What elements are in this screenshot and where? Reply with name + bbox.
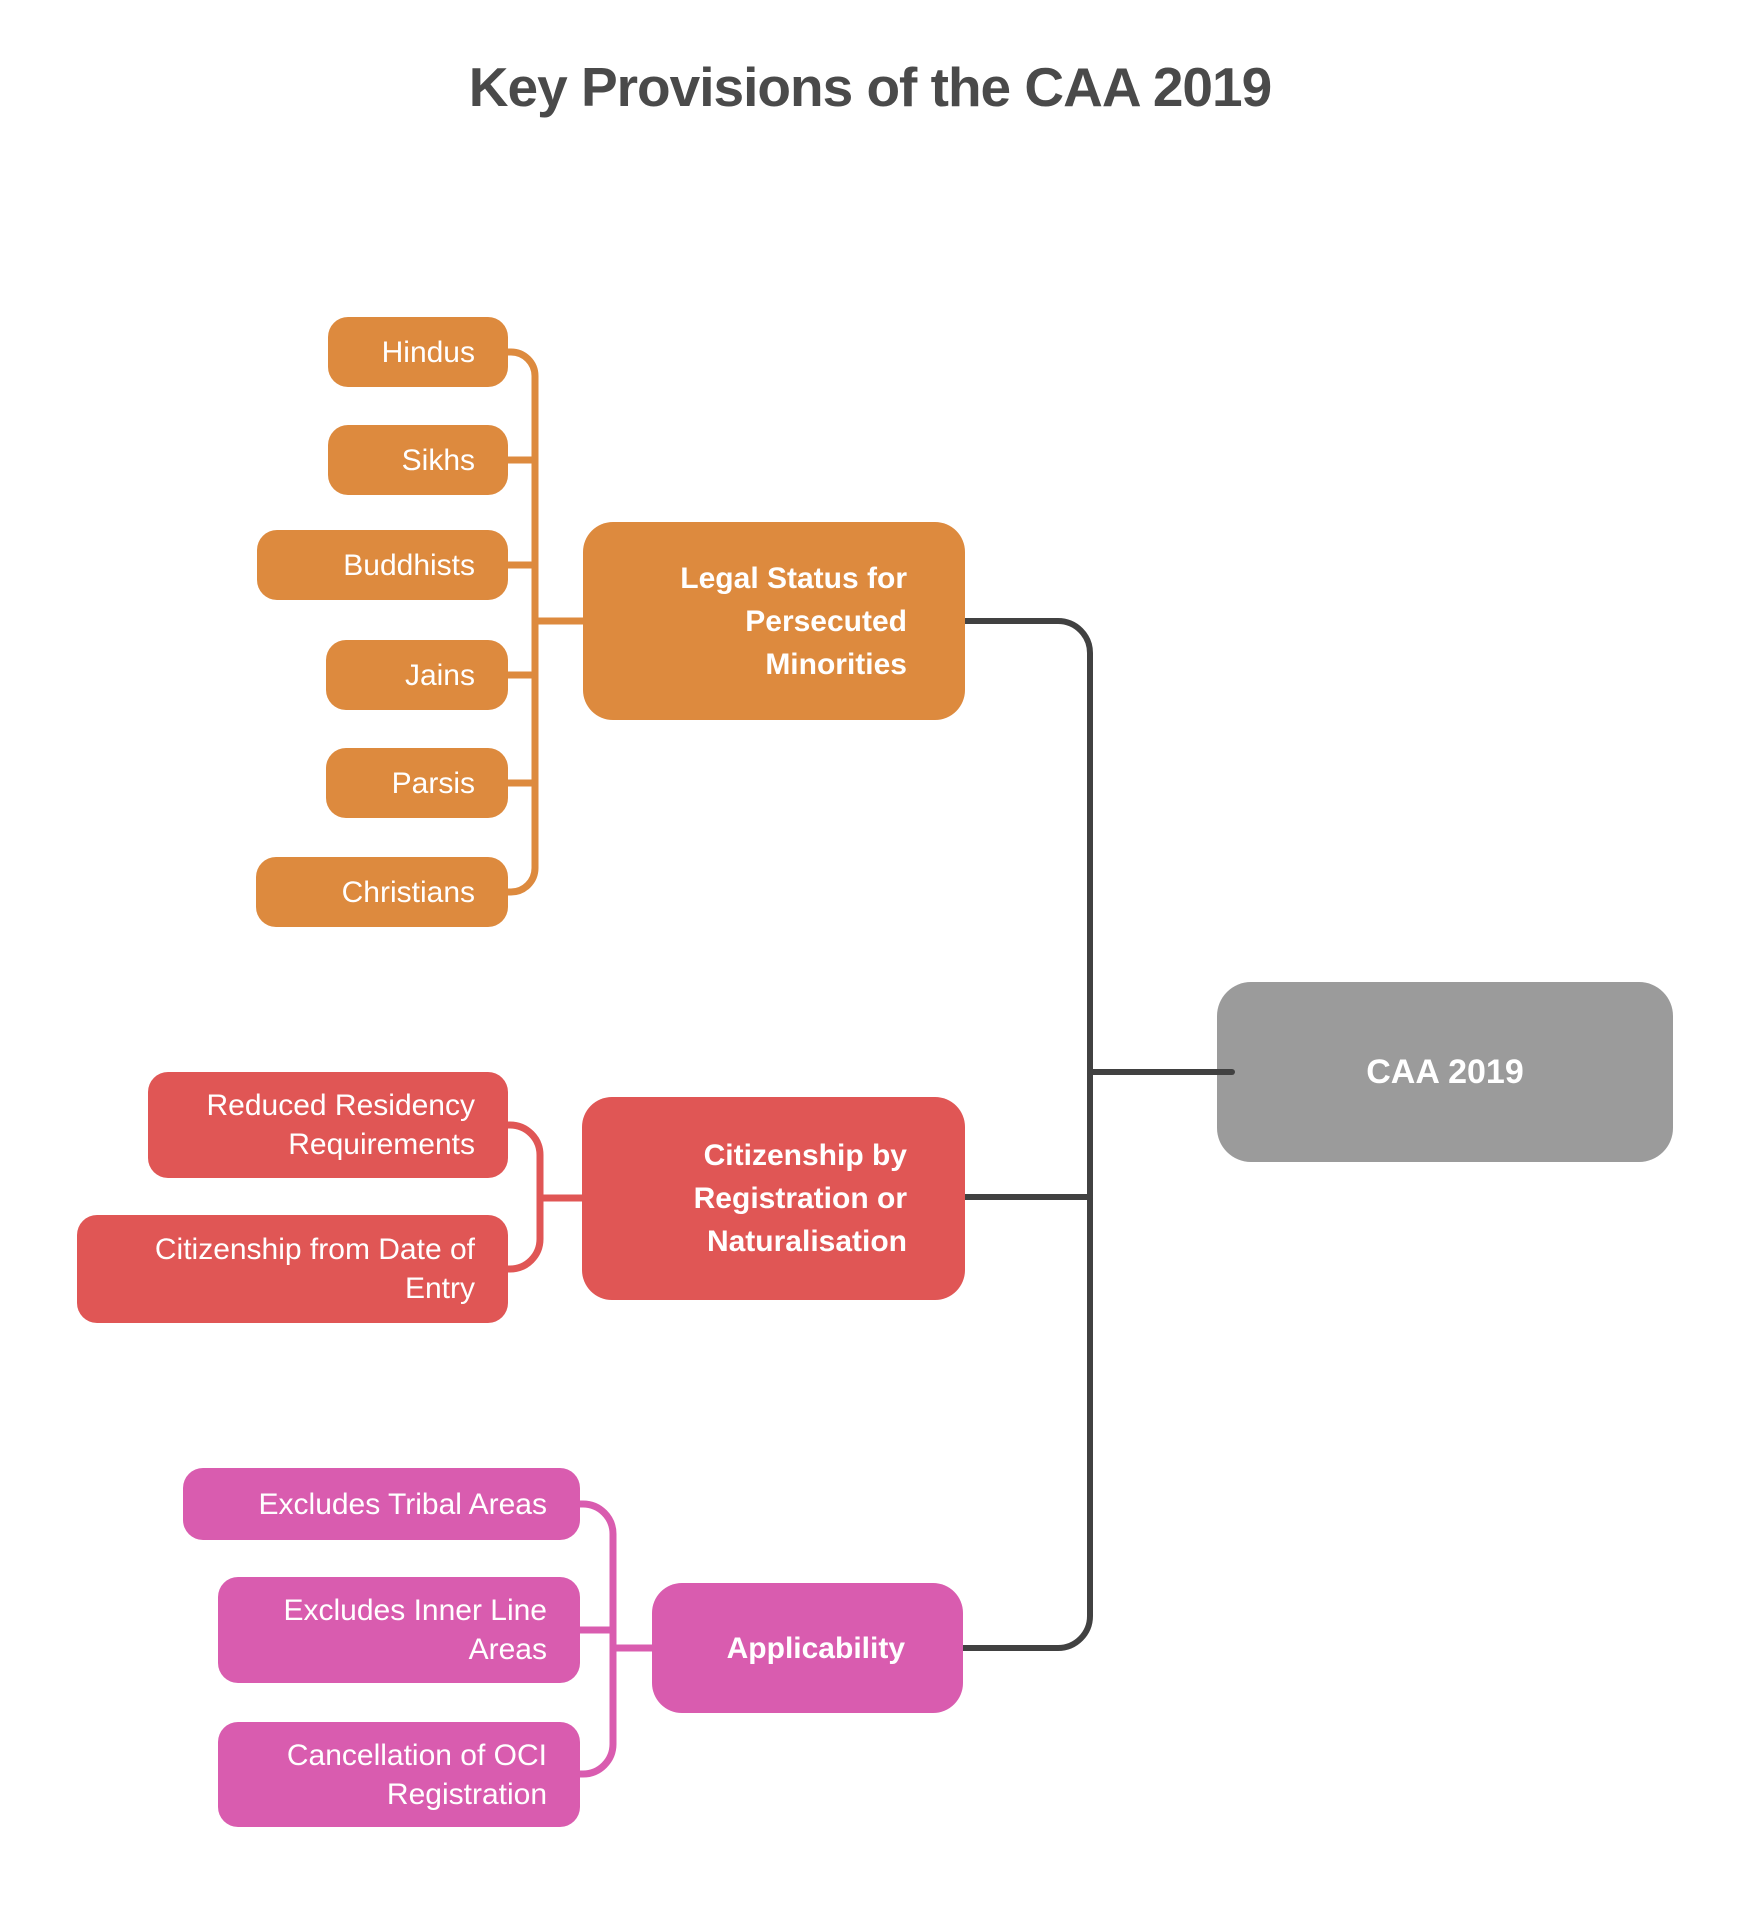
leaf-excludes-inner-line-areas: Excludes Inner Line Areas [218,1577,580,1683]
leaf-christians: Christians [256,857,508,927]
leaf-excludes-tribal-areas: Excludes Tribal Areas [183,1468,580,1540]
orange-branch-connectors [506,348,586,896]
leaf-hindus: Hindus [328,317,508,387]
leaf-reduced-residency-requirements: Reduced Residency Requirements [148,1072,508,1178]
trunk-connectors [958,618,1093,1651]
branch-legal-status-for-persecuted-minorities: Legal Status for Persecuted Minorities [583,522,965,720]
leaf-citizenship-from-date-of-entry: Citizenship from Date of Entry [77,1215,508,1323]
leaf-sikhs: Sikhs [328,425,508,495]
leaf-buddhists: Buddhists [257,530,508,600]
leaf-parsis: Parsis [326,748,508,818]
leaf-cancellation-of-oci-registration: Cancellation of OCI Registration [218,1722,580,1827]
red-branch-connectors [506,1121,586,1273]
branch-applicability: Applicability [652,1583,963,1713]
pink-branch-connectors [578,1500,655,1778]
branch-citizenship-by-registration-or-naturalisation: Citizenship by Registration or Naturalis… [582,1097,965,1300]
page-title: Key Provisions of the CAA 2019 [468,56,1272,118]
leaf-jains: Jains [326,640,508,710]
root-caa-2019: CAA 2019 [1217,982,1673,1162]
